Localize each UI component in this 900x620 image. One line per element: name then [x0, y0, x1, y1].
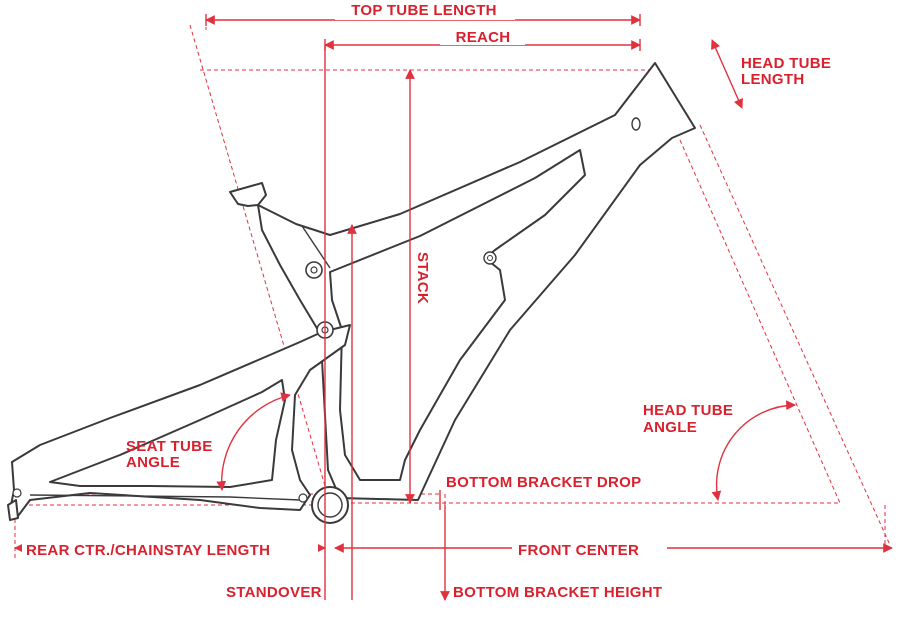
labels: TOP TUBE LENGTH REACH HEAD TUBE LENGTH S…: [22, 0, 831, 601]
label-reach: REACH: [456, 29, 511, 46]
label-bottom-bracket-height: BOTTOM BRACKET HEIGHT: [453, 584, 662, 601]
label-seat-tube-angle-2: ANGLE: [126, 454, 180, 471]
label-front-center: FRONT CENTER: [518, 542, 639, 559]
label-top-tube-length: TOP TUBE LENGTH: [351, 2, 497, 19]
front-triangle-opening: [329, 149, 586, 481]
label-head-tube-angle-2: ANGLE: [643, 419, 697, 436]
label-rear-center: REAR CTR./CHAINSTAY LENGTH: [26, 542, 270, 559]
label-head-tube-angle-1: HEAD TUBE: [643, 402, 733, 419]
label-stack: STACK: [414, 252, 431, 304]
label-bottom-bracket-drop: BOTTOM BRACKET DROP: [446, 474, 641, 491]
label-head-tube-length-1: HEAD TUBE: [741, 55, 831, 72]
label-seat-tube-angle-1: SEAT TUBE: [126, 438, 213, 455]
seat-clamp: [229, 182, 267, 207]
label-standover: STANDOVER: [226, 584, 322, 601]
label-head-tube-length-2: LENGTH: [741, 71, 804, 88]
